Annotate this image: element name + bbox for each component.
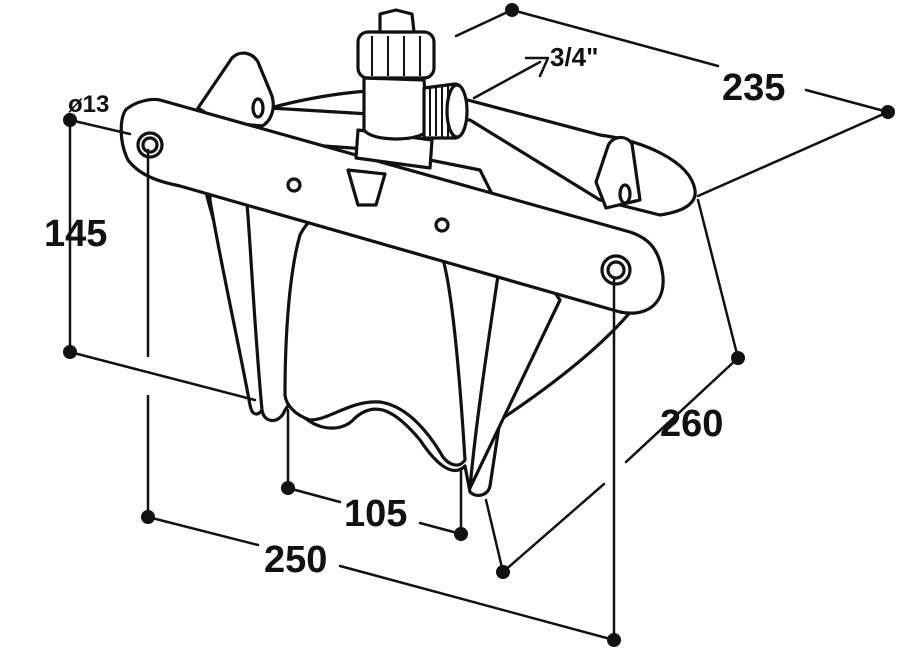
outlet-opening xyxy=(445,83,469,139)
right-mounting-hole-inner xyxy=(606,260,626,280)
valve-nut xyxy=(356,30,436,80)
right-ear-hole xyxy=(618,183,632,205)
center-notch xyxy=(346,168,387,207)
thread-size-label: 3/4" xyxy=(550,42,598,72)
valve-cap xyxy=(378,8,416,34)
dimension-lines xyxy=(63,3,895,647)
front-mounting-bar xyxy=(119,97,665,315)
bar-rivet-left xyxy=(286,177,302,193)
bowl-back-rim xyxy=(268,87,697,217)
bar-rivet-right xyxy=(434,217,450,233)
thread-lines xyxy=(429,86,449,137)
depth-label: 260 xyxy=(660,403,723,445)
drinking-bowl-drawing xyxy=(119,8,697,497)
left-ear-hole xyxy=(251,97,265,119)
left-mounting-hole-inner xyxy=(141,136,159,154)
valve-body xyxy=(362,76,430,141)
hole-diameter-label: ø13 xyxy=(68,91,109,118)
outer-width-label: 250 xyxy=(264,539,327,581)
valve-nut-ridges xyxy=(371,36,421,76)
inner-width-label: 105 xyxy=(344,493,407,535)
width-top-label: 235 xyxy=(722,67,785,109)
height-label: 145 xyxy=(44,213,107,255)
